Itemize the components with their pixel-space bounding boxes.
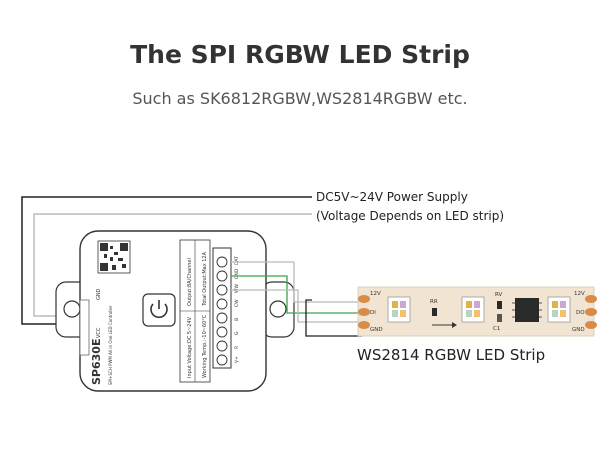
pad-do-label: DO (576, 310, 585, 316)
wire-di (231, 275, 362, 314)
page-subtitle: Such as SK6812RGBW,WS2814RGBW etc. (132, 89, 468, 108)
out-pin-label: GND (234, 268, 240, 279)
out-pin-label: V+ (234, 356, 240, 363)
pad-12v-label: 12V (370, 291, 381, 297)
pad-gnd (358, 321, 370, 329)
pad-right-1 (585, 295, 597, 303)
out-pin-label: G (234, 331, 240, 335)
rgbw-led-chip (387, 296, 411, 323)
out-pin-label: DAT (234, 256, 240, 265)
power-wire-black (21, 196, 312, 325)
output-wires (231, 261, 362, 337)
qr-code (97, 240, 131, 274)
power-wires (21, 196, 312, 325)
pad-right-3 (585, 321, 597, 329)
driver-ic (512, 298, 542, 322)
wire-12v (231, 261, 362, 303)
pad-di (358, 308, 370, 316)
pad-gnd-right-label: GND (572, 327, 585, 333)
controller-model: SP630E (90, 339, 103, 385)
pad-12v-right-label: 12V (574, 291, 585, 297)
controller (55, 230, 295, 392)
chip-c1-label: C1 (493, 326, 500, 332)
rgbw-led-chip (547, 296, 571, 323)
power-supply-label: DC5V~24V Power Supply (Voltage Depends o… (316, 188, 504, 226)
spec-input-voltage: Input Voltage:DC 5~24V (187, 316, 193, 378)
chip-rr-label: RR (430, 299, 438, 305)
chip-rv-label: RV (495, 292, 503, 298)
spec-output: Output:8A/Channel (187, 258, 193, 306)
rgbw-led-chip (461, 296, 485, 323)
spec-total-output: Total Output:Max 12A (202, 251, 208, 307)
direction-arrow-icon (432, 322, 457, 328)
pad-gnd-label: GND (370, 327, 383, 333)
page-title: The SPI RGBW LED Strip (130, 40, 470, 69)
out-pin-label: CW (234, 299, 240, 307)
out-pin-label: R (234, 346, 240, 349)
spec-working-temp: Working Temp.:-10~60°C (202, 314, 208, 378)
capacitor-c1 (497, 314, 502, 322)
out-pin-label: B (234, 318, 240, 321)
out-pin-labels: DAT GND WW CW B G R V+ (234, 256, 240, 363)
pad-di-label: DI (370, 310, 376, 316)
wire-black-ground (305, 299, 362, 337)
wire-gnd (231, 289, 362, 323)
strip-label: WS2814 RGBW LED Strip (357, 346, 546, 364)
pin-gnd-label: GND (96, 288, 102, 300)
pad-12v (358, 295, 370, 303)
out-pin-label: WW (234, 284, 240, 293)
controller-description: SPI+SCH PWM All in One LED Controller (108, 305, 113, 385)
power-wire-gray (33, 213, 312, 317)
resistor-rv (497, 301, 502, 309)
pin-vcc-label: VCC (96, 327, 102, 338)
output-terminal-block (212, 247, 232, 369)
led-strip (357, 286, 597, 337)
power-supply-line1: DC5V~24V Power Supply (316, 190, 468, 204)
pad-right-2 (585, 308, 597, 316)
mount-hole-left (63, 300, 81, 318)
resistor-rr (432, 308, 437, 316)
mount-hole-right (269, 300, 287, 318)
power-button-icon[interactable] (142, 293, 176, 327)
power-supply-line2: (Voltage Depends on LED strip) (316, 209, 505, 223)
input-terminal (79, 299, 90, 356)
